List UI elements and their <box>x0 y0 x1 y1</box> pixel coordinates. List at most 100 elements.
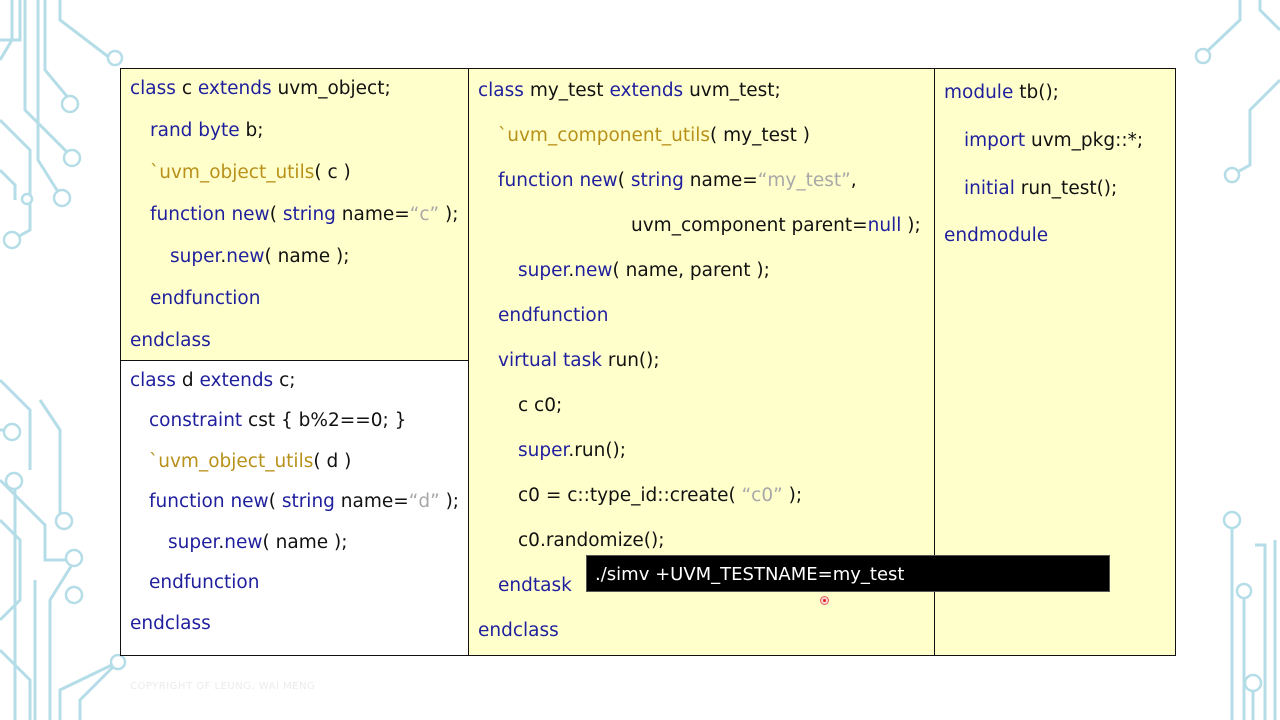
string-token: “my_test” <box>757 170 851 191</box>
code-line: class my_test extends uvm_test; <box>478 80 781 102</box>
keyword-token: constraint <box>149 410 243 431</box>
code-line: `uvm_object_utils( d ) <box>149 451 351 473</box>
keyword-token: string <box>282 204 336 225</box>
code-line: function new( string name=“c” ); <box>150 204 458 226</box>
code-token: d <box>175 370 200 391</box>
code-line: uvm_component parent=null ); <box>631 215 921 237</box>
code-token: c <box>175 78 198 99</box>
copyright-text: COPYRIGHT OF LEUNG, WAI MENG <box>130 681 316 692</box>
keyword-token: endtask <box>498 575 572 596</box>
code-token: name= <box>683 170 758 191</box>
code-line: c0.randomize(); <box>518 530 664 552</box>
code-token: ); <box>901 215 921 236</box>
keyword-token: function new <box>498 170 618 191</box>
mouse-cursor-icon <box>820 596 829 605</box>
code-token: ( name, parent ); <box>612 260 770 281</box>
keyword-token: null <box>867 215 902 236</box>
keyword-token: new <box>226 246 265 267</box>
code-token: ); <box>439 204 459 225</box>
keyword-token: import <box>964 130 1026 151</box>
code-line: `uvm_object_utils( c ) <box>150 162 351 184</box>
code-line: endtask <box>498 575 572 597</box>
code-line: initial run_test(); <box>964 178 1117 200</box>
code-line: module tb(); <box>944 82 1059 104</box>
code-token: b; <box>239 120 264 141</box>
keyword-token: endfunction <box>498 305 609 326</box>
terminal-command-box: ./simv +UVM_TESTNAME=my_test <box>586 555 1110 592</box>
code-token: ( <box>268 491 282 512</box>
code-token: ( my_test ) <box>710 125 810 146</box>
code-token: name= <box>334 491 409 512</box>
code-token: c c0; <box>518 395 563 416</box>
string-token: “c” <box>409 204 440 225</box>
code-token: name= <box>335 204 410 225</box>
code-line: endmodule <box>944 225 1048 247</box>
keyword-token: endfunction <box>149 572 260 593</box>
code-token: uvm_test; <box>683 80 781 101</box>
code-panel-class-d: class d extends c; constraint cst { b%2=… <box>120 360 469 656</box>
keyword-token: super <box>518 260 569 281</box>
code-token: ); <box>782 485 803 506</box>
code-token: ( d ) <box>313 451 352 472</box>
code-line: `uvm_component_utils( my_test ) <box>498 125 810 147</box>
code-token: tb(); <box>1013 82 1059 103</box>
code-panel-class-c: class c extends uvm_object; rand byte b;… <box>120 68 469 361</box>
code-token: my_test <box>523 80 610 101</box>
code-token: uvm_component parent= <box>631 215 868 236</box>
code-line: endclass <box>478 620 559 642</box>
code-line: super.run(); <box>518 440 626 462</box>
keyword-token: new <box>574 260 613 281</box>
keyword-token: endmodule <box>944 225 1049 246</box>
keyword-token: class <box>130 370 176 391</box>
macro-token: `uvm_object_utils <box>149 451 314 472</box>
keyword-token: function new <box>149 491 269 512</box>
code-line: super.new( name, parent ); <box>518 260 770 282</box>
code-line: c c0; <box>518 395 562 417</box>
keyword-token: function new <box>150 204 270 225</box>
keyword-token: extends <box>197 78 272 99</box>
keyword-token: class <box>130 78 176 99</box>
code-line: class c extends uvm_object; <box>130 78 391 100</box>
code-line: function new( string name=“d” ); <box>149 491 459 513</box>
code-token: c; <box>273 370 296 391</box>
keyword-token: initial <box>964 178 1015 199</box>
keyword-token: endclass <box>130 330 211 351</box>
keyword-token: extends <box>609 80 684 101</box>
code-token: . <box>218 532 225 553</box>
string-token: “d” <box>408 491 440 512</box>
keyword-token: new <box>224 532 263 553</box>
code-token: ( <box>617 170 631 191</box>
keyword-token: string <box>281 491 335 512</box>
code-line: endfunction <box>149 572 259 594</box>
code-line: endfunction <box>150 288 260 310</box>
code-token: uvm_object; <box>271 78 391 99</box>
keyword-token: module <box>944 82 1014 103</box>
code-token: ); <box>439 491 460 512</box>
code-line: class d extends c; <box>130 370 296 392</box>
code-token: , <box>850 170 857 191</box>
keyword-token: super <box>170 246 221 267</box>
code-token: c0.randomize(); <box>518 530 665 551</box>
macro-token: `uvm_object_utils <box>150 162 315 183</box>
code-token: ( name ); <box>262 532 348 553</box>
code-token: ( name ); <box>264 246 350 267</box>
code-token: ( <box>269 204 283 225</box>
code-panel-class-my-test: class my_test extends uvm_test; `uvm_com… <box>468 68 935 656</box>
code-token: run_test(); <box>1014 178 1118 199</box>
code-token: run(); <box>601 350 660 371</box>
code-token: . <box>568 260 575 281</box>
keyword-token: string <box>630 170 684 191</box>
code-token: .run(); <box>568 440 627 461</box>
code-line: rand byte b; <box>150 120 263 142</box>
keyword-token: endclass <box>478 620 559 641</box>
code-token: ( c ) <box>314 162 351 183</box>
code-token: c0 = c::type_id::create( <box>518 485 742 506</box>
code-line: endfunction <box>498 305 608 327</box>
code-token: cst { b%2==0; } <box>242 410 407 431</box>
code-line: super.new( name ); <box>168 532 347 554</box>
keyword-token: super <box>518 440 569 461</box>
code-line: virtual task run(); <box>498 350 660 372</box>
keyword-token: virtual task <box>498 350 602 371</box>
code-token: uvm_pkg::*; <box>1025 130 1144 151</box>
